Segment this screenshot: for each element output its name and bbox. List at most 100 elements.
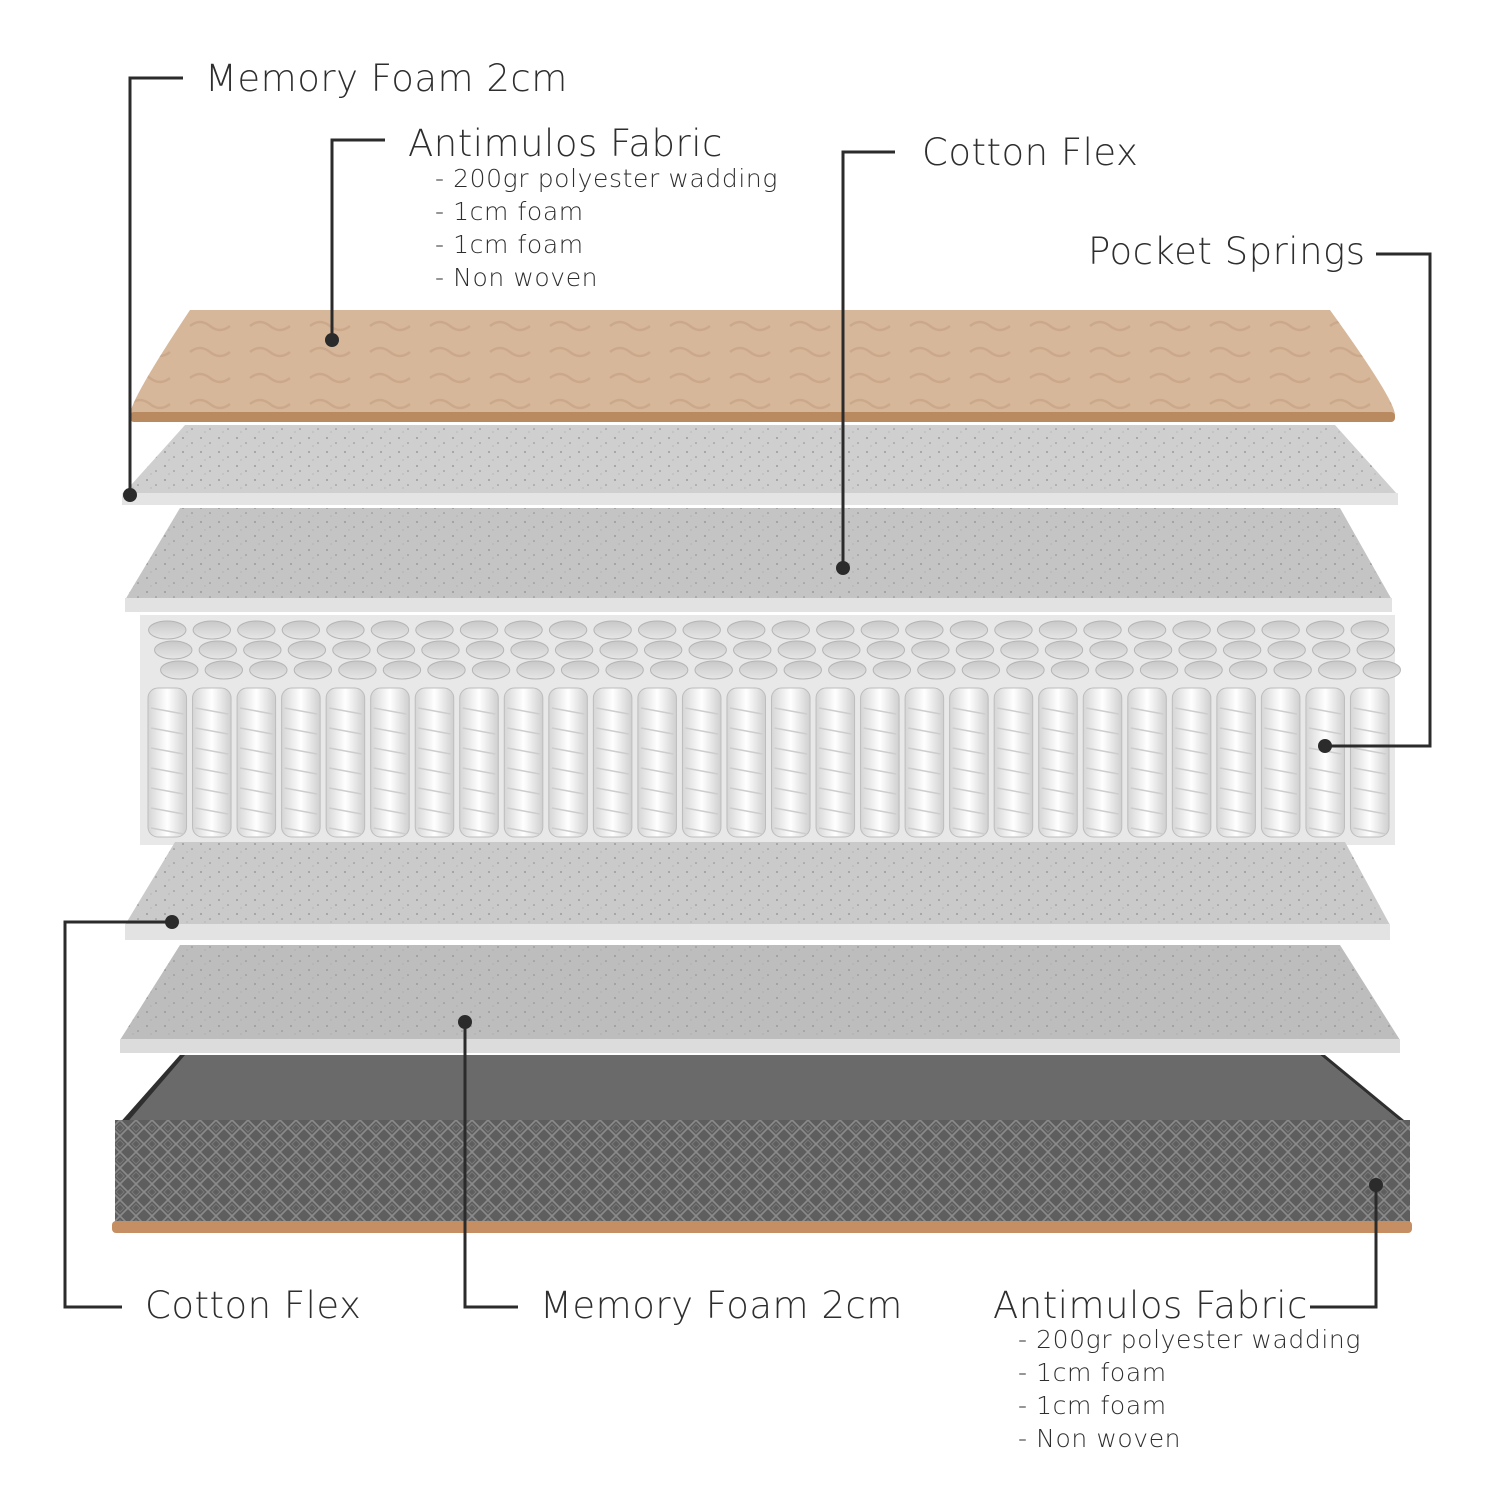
spring-top [148, 620, 187, 640]
antimulos-top-item: - Non woven [435, 263, 599, 292]
spring-pocket [993, 687, 1034, 838]
spring-coil-line [640, 807, 674, 815]
antimulos-top-components: - 200gr polyester wadding - 1cm foam - 1… [435, 162, 778, 294]
spring-coil-line [907, 727, 941, 735]
spring-top [828, 660, 867, 680]
spring-top [1127, 620, 1167, 640]
spring-pocket [192, 687, 232, 838]
spring-coil-line [997, 827, 1030, 835]
spring-top [370, 620, 410, 640]
spring-coil-line [1353, 707, 1387, 715]
spring-top [1228, 660, 1268, 680]
spring-coil-line [818, 807, 852, 815]
spring-top [338, 660, 377, 680]
label-antimulos-fabric-bottom: Antimulos Fabric [993, 1284, 1308, 1327]
spring-coil-line [1264, 827, 1298, 835]
spring-pocket [815, 687, 856, 838]
spring-coil-line [774, 767, 808, 775]
spring-coil-line [418, 707, 451, 715]
spring-coil-line [997, 727, 1030, 735]
spring-coil-line [329, 787, 362, 795]
spring-top [727, 620, 766, 640]
spring-top [860, 620, 900, 640]
label-cotton-flex-bottom: Cotton Flex [145, 1284, 362, 1327]
spring-top [376, 640, 416, 660]
spring-top [783, 660, 822, 680]
spring-coil-line [418, 787, 451, 795]
spring-coil-line [685, 827, 719, 835]
spring-coil-line [907, 807, 941, 815]
spring-top [560, 660, 600, 680]
spring-coil-line [640, 747, 674, 755]
spring-coil-line [150, 827, 184, 835]
spring-coil-line [1086, 767, 1119, 775]
spring-coil-line [418, 727, 451, 735]
spring-top [739, 660, 778, 680]
spring-coil-line [462, 747, 496, 755]
spring-top [1000, 640, 1039, 660]
spring-pocket [548, 687, 588, 838]
spring-pocket [236, 687, 277, 838]
spring-coil-line [507, 827, 540, 835]
spring-coil-line [907, 747, 941, 755]
spring-coil-line [284, 807, 318, 815]
spring-coil-line [462, 727, 496, 735]
spring-coil-line [952, 727, 986, 735]
spring-coil-line [239, 707, 273, 715]
leader-antimulos-bottom [1310, 1185, 1378, 1309]
spring-coil-line [1041, 727, 1075, 735]
spring-coil-line [640, 787, 674, 795]
spring-coil-line [1353, 807, 1387, 815]
spring-coil-line [997, 707, 1030, 715]
spring-top [733, 640, 772, 660]
spring-coil-line [1086, 827, 1119, 835]
spring-top [1095, 660, 1134, 680]
spring-coil-line [1219, 707, 1253, 715]
spring-coil-line [239, 787, 273, 795]
spring-coil-line [997, 807, 1030, 815]
spring-coil-line [952, 767, 986, 775]
spring-top [237, 620, 276, 640]
spring-coil-line [952, 707, 986, 715]
label-memory-foam-bottom: Memory Foam 2cm [540, 1284, 903, 1327]
spring-coil-line [863, 727, 897, 735]
spring-coil-line [818, 787, 852, 795]
spring-coil-line [863, 747, 897, 755]
spring-coil-line [1264, 767, 1298, 775]
spring-coil-line [596, 767, 630, 775]
spring-top [1178, 640, 1217, 660]
spring-coil-line [640, 827, 674, 835]
spring-coil-line [150, 727, 184, 735]
layer-antimulos-fabric-bottom [112, 1055, 1412, 1233]
spring-coil-line [150, 707, 184, 715]
spring-coil-line [507, 727, 540, 735]
spring-top [154, 640, 193, 660]
spring-coil-line [462, 767, 496, 775]
spring-coil-line [1175, 827, 1208, 835]
spring-coil-line [418, 807, 451, 815]
spring-coil-line [1353, 787, 1387, 795]
spring-coil-line [329, 767, 362, 775]
spring-coil-line [373, 727, 407, 735]
spring-top [471, 660, 511, 680]
spring-top [548, 620, 588, 640]
spring-coil-line [640, 707, 674, 715]
leader-antimulos-top [330, 138, 385, 340]
spring-coil-line [774, 807, 808, 815]
spring-coil-line [551, 807, 585, 815]
spring-coil-line [551, 767, 585, 775]
layer-cotton-flex-top [125, 508, 1392, 612]
spring-coil-line [1130, 727, 1164, 735]
spring-pocket [503, 687, 544, 838]
spring-coil-line [774, 747, 808, 755]
spring-coil-line [239, 747, 273, 755]
spring-coil-line [818, 747, 852, 755]
spring-coil-line [685, 727, 719, 735]
spring-coil-line [863, 767, 897, 775]
spring-top [459, 620, 499, 640]
spring-coil-line [1308, 767, 1342, 775]
spring-coil-line [997, 787, 1030, 795]
spring-top [955, 640, 995, 660]
spring-coil-line [1086, 807, 1119, 815]
label-memory-foam-top: Memory Foam 2cm [205, 57, 568, 100]
